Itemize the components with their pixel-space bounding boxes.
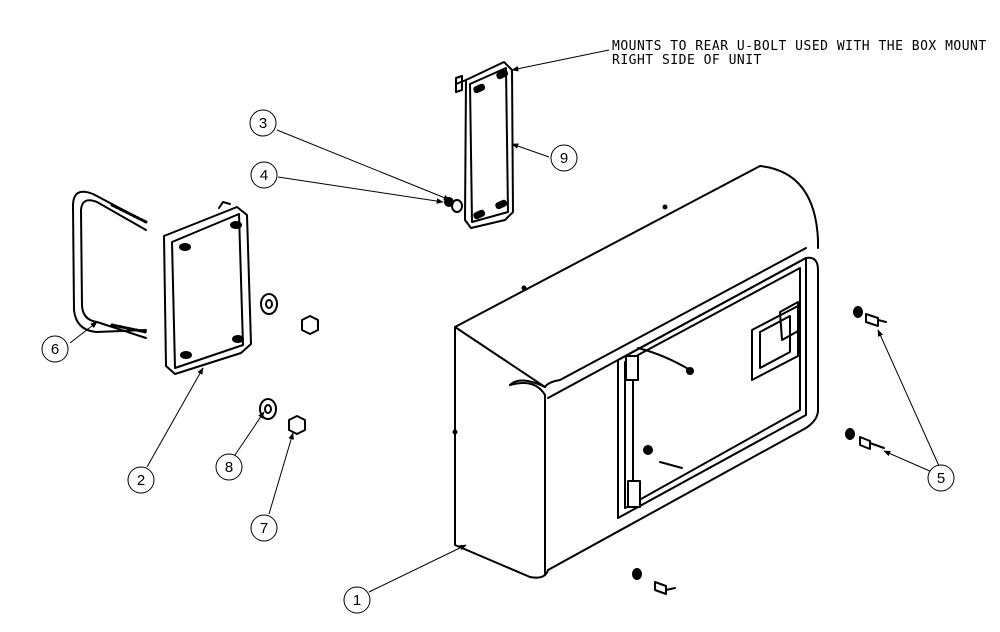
svg-text:3: 3	[259, 115, 267, 132]
callout-5: 5	[927, 464, 955, 492]
svg-text:9: 9	[560, 150, 568, 167]
callout-6: 6	[41, 335, 69, 363]
svg-text:2: 2	[137, 472, 145, 489]
washer	[259, 398, 277, 420]
callout-2: 2	[127, 466, 155, 494]
washer	[260, 293, 278, 315]
svg-text:7: 7	[260, 520, 268, 537]
callout-1: 1	[343, 586, 371, 614]
mounting-plate	[163, 201, 252, 375]
storage-box	[452, 165, 819, 579]
nut	[301, 315, 319, 335]
nut	[288, 415, 306, 435]
bolt	[845, 428, 885, 450]
leader-lines	[69, 49, 940, 593]
bolt	[853, 306, 887, 327]
callout-9: 9	[550, 144, 578, 172]
svg-text:4: 4	[260, 167, 268, 184]
svg-text:1: 1	[353, 592, 361, 609]
svg-text:6: 6	[51, 341, 59, 358]
callout-8: 8	[215, 453, 243, 481]
svg-text:5: 5	[937, 470, 945, 487]
nut	[444, 197, 463, 213]
callout-7: 7	[250, 514, 278, 542]
svg-text:8: 8	[225, 459, 233, 476]
rear-bracket	[455, 61, 514, 229]
callouts: 1 2 3 4 5 6 7 8 9	[41, 109, 955, 614]
callout-3: 3	[249, 109, 277, 137]
callout-4: 4	[250, 161, 278, 189]
bolt	[632, 568, 676, 595]
note-line-2: RIGHT SIDE OF UNIT	[612, 53, 762, 68]
note-line-1: MOUNTS TO REAR U-BOLT USED WITH THE BOX …	[612, 39, 987, 54]
u-bolt	[72, 190, 148, 339]
mounting-note: MOUNTS TO REAR U-BOLT USED WITH THE BOX …	[612, 40, 987, 68]
